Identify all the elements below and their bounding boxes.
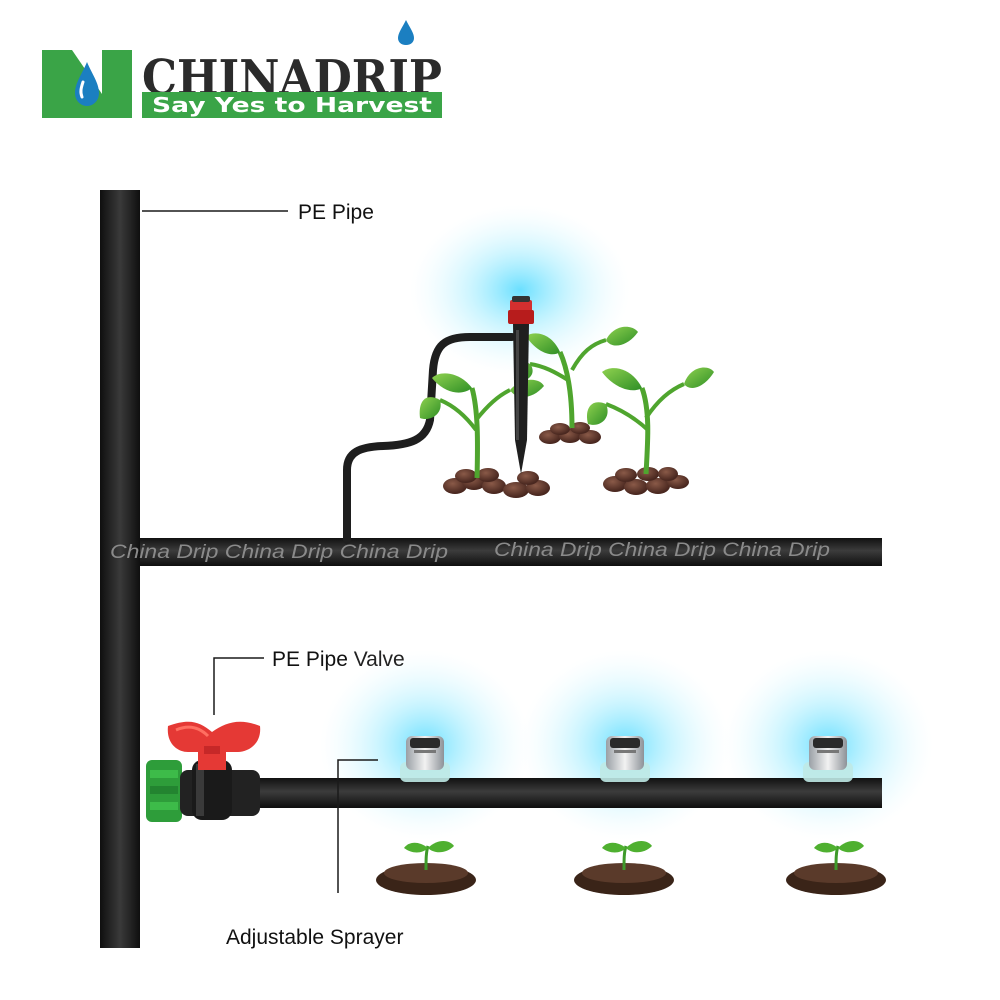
label-pe-pipe-valve-part2: Valve xyxy=(354,648,405,671)
watermark-right: China Drip China Drip China Drip xyxy=(494,540,830,561)
plant-group-upper xyxy=(419,326,714,498)
callout-pe-pipe: PE Pipe xyxy=(142,201,374,224)
adjustable-sprayer-3 xyxy=(803,736,853,782)
callout-pe-pipe-valve: PE Pipe Valve xyxy=(213,648,405,715)
soil-mound-middle xyxy=(539,422,601,444)
pe-pipe-valve xyxy=(146,721,261,822)
logo-mark-icon xyxy=(42,50,132,118)
label-pe-pipe: PE Pipe xyxy=(298,201,374,224)
slogan-banner xyxy=(142,92,442,118)
lower-horizontal-pipe xyxy=(250,778,882,808)
label-adjustable-sprayer: Adjustable Sprayer xyxy=(226,926,403,949)
brand-slogan: Say Yes to Harvest xyxy=(152,93,433,117)
seedling-right xyxy=(586,367,714,475)
leader-line-valve xyxy=(213,657,264,715)
leader-line-sprayer xyxy=(337,759,378,893)
main-vertical-pipe xyxy=(100,190,140,948)
upper-horizontal-pipe xyxy=(140,538,882,566)
label-pe-pipe-valve-part1: PE Pipe xyxy=(272,648,354,671)
brand-drop-icon xyxy=(398,20,414,45)
adjustable-sprayer-2 xyxy=(600,736,650,782)
sprout-3 xyxy=(786,841,886,895)
callout-adjustable-sprayer: Adjustable Sprayer xyxy=(226,759,403,949)
soil-mound-left xyxy=(443,468,550,498)
drip-stake xyxy=(508,296,534,474)
drip-micro-tube xyxy=(343,333,516,544)
soil-mound-right xyxy=(603,467,689,495)
label-pe-pipe-valve: PE Pipe Valve xyxy=(272,648,405,671)
watermark-left: China Drip China Drip China Drip xyxy=(110,542,448,563)
brand-logo: CHINADRIP Say Yes to Harvest xyxy=(42,20,442,118)
valve-red-handle xyxy=(167,721,261,770)
sprout-2 xyxy=(574,841,674,895)
mist-glow-drip xyxy=(410,205,630,375)
sprout-1 xyxy=(376,841,476,895)
adjustable-sprayer-1 xyxy=(400,736,450,782)
